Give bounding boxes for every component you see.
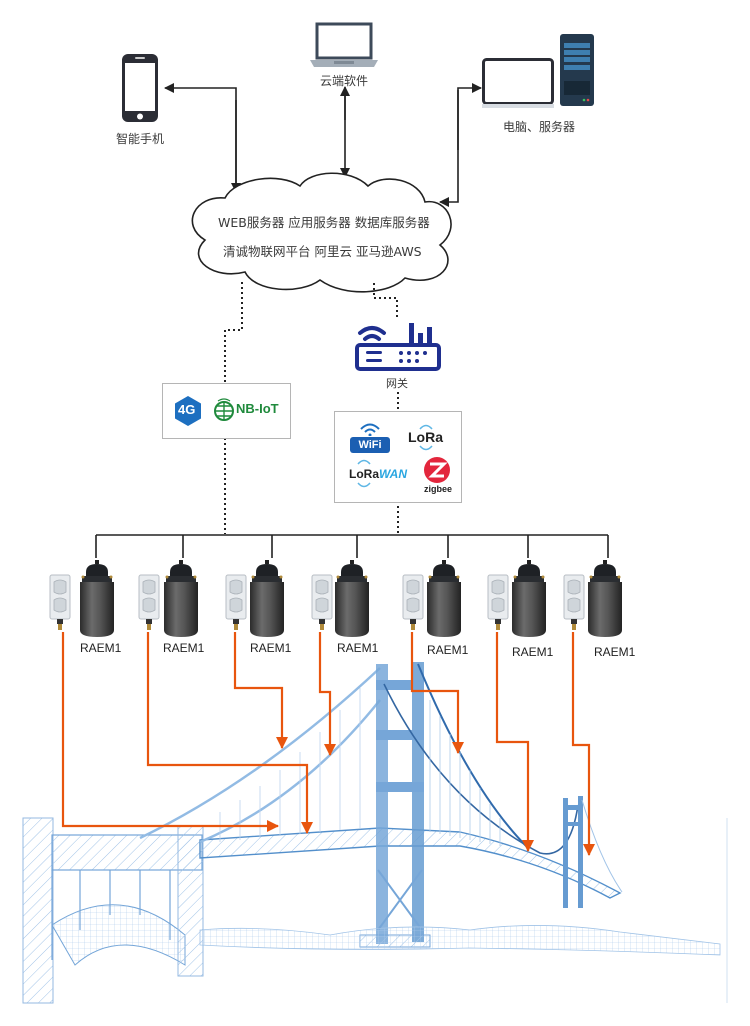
- bridge-left-pier: [22, 817, 54, 1004]
- preamplifier-icon: [563, 574, 585, 630]
- monitor-icon: [482, 58, 554, 108]
- zigbee-logo-icon: [424, 457, 450, 483]
- sensor-label: RAEM1: [427, 643, 469, 657]
- sensor-label: RAEM1: [163, 641, 205, 655]
- preamplifier-icon: [225, 574, 247, 630]
- placement-arrow-7: [571, 632, 595, 856]
- preamplifier-icon: [402, 574, 424, 630]
- nbiot-text: NB-IoT: [236, 401, 279, 416]
- ae-sensor-icon: [164, 560, 198, 637]
- ae-sensor-icon: [512, 560, 546, 637]
- sensor-bus: [95, 534, 609, 558]
- cloud-to-cellular-link: [224, 282, 243, 383]
- cloud-shape: [191, 172, 452, 293]
- lorawan-text: LoRaWAN: [349, 467, 407, 481]
- sensor-label: RAEM1: [80, 641, 122, 655]
- dotted-links: [224, 282, 399, 534]
- bridge-left-truss: [51, 834, 203, 871]
- wifi-badge: WiFi: [350, 437, 390, 453]
- preamplifier-icon: [311, 574, 333, 630]
- ae-sensor-icon: [588, 560, 622, 637]
- ae-sensor-icon: [80, 560, 114, 637]
- bridge-mid-pier: [177, 825, 204, 977]
- smartphone-icon: [122, 54, 158, 122]
- zigbee-text: zigbee: [424, 484, 453, 494]
- pc-to-cloud-arrow: [439, 90, 459, 207]
- cloud-to-phone-arrow: [164, 83, 237, 195]
- lan-protocols-box: WiFi LoRa LoRaWAN zigbee: [334, 411, 462, 503]
- bridge-arch: [51, 904, 186, 966]
- placement-arrow-1: [61, 632, 279, 832]
- placement-arrow-5: [410, 632, 464, 754]
- sensor-placement-arrows: [61, 632, 595, 856]
- ae-sensor-icon: [427, 560, 461, 637]
- nbiot-globe-icon: [214, 398, 234, 421]
- lora-text: LoRa: [408, 429, 443, 445]
- sensor-label: RAEM1: [594, 645, 636, 659]
- server-tower-icon: [560, 34, 594, 106]
- lorawan-signal-icon: [357, 459, 371, 465]
- 4g-badge-icon: [175, 396, 201, 426]
- cloud-client-connectors: [164, 83, 482, 207]
- cloud-services-line-2: 清诚物联网平台 阿里云 亚马逊AWS: [223, 244, 422, 259]
- lora-signal-icon: [419, 424, 433, 430]
- 4g-badge-text: 4G: [178, 402, 196, 417]
- sensor-label: RAEM1: [337, 641, 379, 655]
- pc-server-label: 电脑、服务器: [503, 120, 576, 134]
- cloud-services-line-1: WEB服务器 应用服务器 数据库服务器: [218, 215, 430, 230]
- cloud-to-gateway-link: [373, 283, 398, 318]
- preamplifier-icon: [138, 574, 160, 630]
- placement-arrow-2: [146, 632, 313, 834]
- placement-arrow-4: [318, 632, 336, 756]
- lora-signal-bottom-icon: [419, 445, 433, 451]
- placement-arrow-6: [495, 632, 534, 852]
- cloud-to-pc-arrow: [457, 83, 482, 150]
- cloud-software-label: 云端软件: [320, 74, 369, 88]
- placement-arrow-3: [233, 632, 288, 749]
- bridge-illustration: [22, 662, 728, 1004]
- gateway-router-icon: [355, 323, 441, 371]
- laptop-icon: [310, 22, 378, 67]
- sensor-label: RAEM1: [250, 641, 292, 655]
- preamplifier-icon: [49, 574, 71, 630]
- ae-sensor-icon: [250, 560, 284, 637]
- sensor-label: RAEM1: [512, 645, 554, 659]
- bridge-deck: [199, 827, 622, 899]
- lorawan-signal-bottom-icon: [357, 482, 371, 488]
- wifi-signal-icon: [360, 423, 380, 436]
- gateway-label: 网关: [386, 377, 408, 390]
- wifi-text: WiFi: [358, 439, 382, 451]
- ae-sensor-icon: [335, 560, 369, 637]
- phone-label: 智能手机: [116, 132, 165, 146]
- cellular-protocols-box: 4G NB-IoT: [162, 383, 291, 439]
- lorawan-text-wan: WAN: [379, 467, 407, 481]
- lorawan-text-lora: LoRa: [349, 467, 379, 481]
- bridge-water: [199, 925, 721, 956]
- preamplifier-icon: [487, 574, 509, 630]
- bridge-right-tower: [563, 796, 583, 908]
